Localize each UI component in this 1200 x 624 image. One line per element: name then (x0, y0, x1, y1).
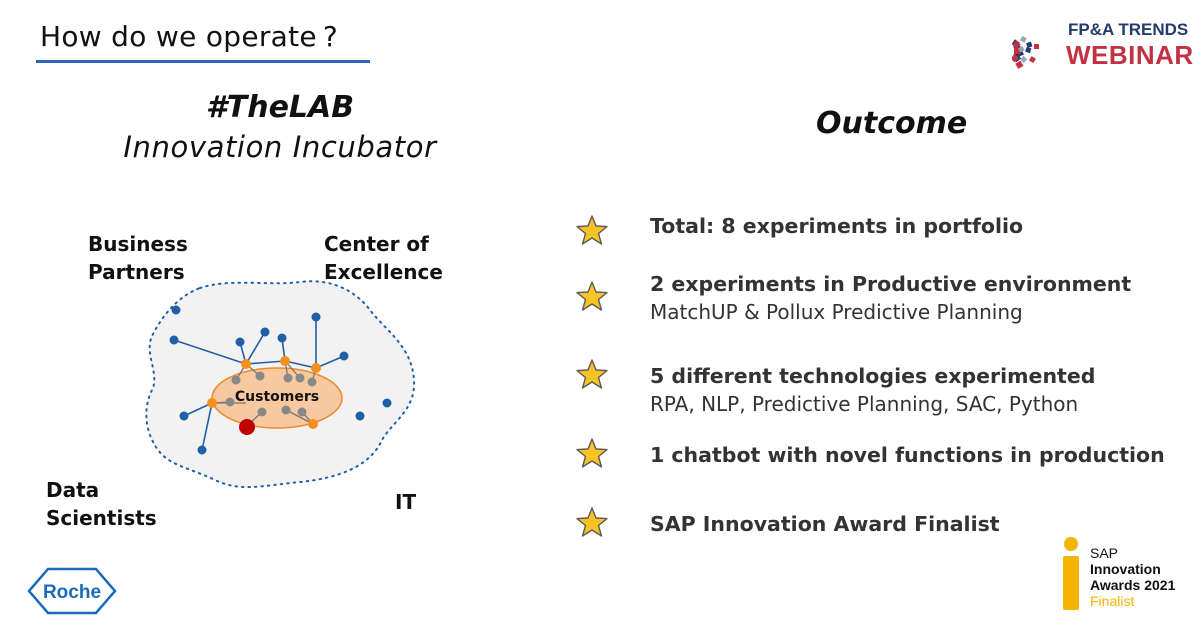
star-icon (576, 359, 608, 389)
lab-title: #TheLAB (205, 90, 355, 125)
outcome-item: 1 chatbot with novel functions in produc… (576, 438, 1196, 503)
brand-line2: WEBINAR (1066, 40, 1194, 70)
outcome-main: 1 chatbot with novel functions in produc… (650, 443, 1165, 467)
sap-award-line3: Awards 2021 (1090, 577, 1176, 593)
roche-logo-icon: Roche (27, 567, 117, 615)
brand-line1: FP&A TRENDS (1068, 20, 1189, 39)
outcome-title: Outcome (816, 106, 968, 141)
sap-award-line4: Finalist (1090, 593, 1135, 609)
roche-logo-text: Roche (43, 582, 101, 603)
outcome-main: 2 experiments in Productive environment (650, 272, 1132, 296)
outcome-item: SAP Innovation Award Finalist (576, 507, 1196, 572)
star-icon (576, 215, 608, 245)
star-icon (576, 507, 608, 537)
customers-label: Customers (235, 389, 319, 405)
fpa-trends-logo-icon (1012, 35, 1039, 69)
outcome-sub: MatchUP & Pollux Predictive Planning (650, 300, 1023, 324)
label-data-scientists: Data Scientists (46, 478, 157, 530)
sap-award-i-icon (1063, 537, 1079, 610)
outcome-main: 5 different technologies experimented (650, 364, 1096, 388)
page-title: How do we operate ? (40, 20, 338, 53)
outcome-sub: RPA, NLP, Predictive Planning, SAC, Pyth… (650, 392, 1079, 416)
label-it: IT (395, 490, 417, 514)
lab-subtitle: Innovation Incubator (123, 130, 437, 164)
outcome-main: Total: 8 experiments in portfolio (650, 214, 1024, 238)
lab-network-diagram: Customers (145, 280, 416, 489)
star-icon (576, 438, 608, 468)
outcome-item: 2 experiments in Productive environment … (576, 272, 1196, 332)
title-underline (36, 60, 370, 63)
outcome-main: SAP Innovation Award Finalist (650, 512, 1000, 536)
outcome-item: 5 different technologies experimented RP… (576, 359, 1196, 424)
sap-award-line2: Innovation (1090, 561, 1161, 577)
label-center-of-excellence: Center of Excellence (324, 232, 443, 284)
label-business-partners: Business Partners (88, 232, 188, 284)
sap-award-line1: SAP (1090, 545, 1119, 561)
outcome-item: Total: 8 experiments in portfolio (576, 214, 1196, 274)
star-icon (576, 281, 608, 311)
